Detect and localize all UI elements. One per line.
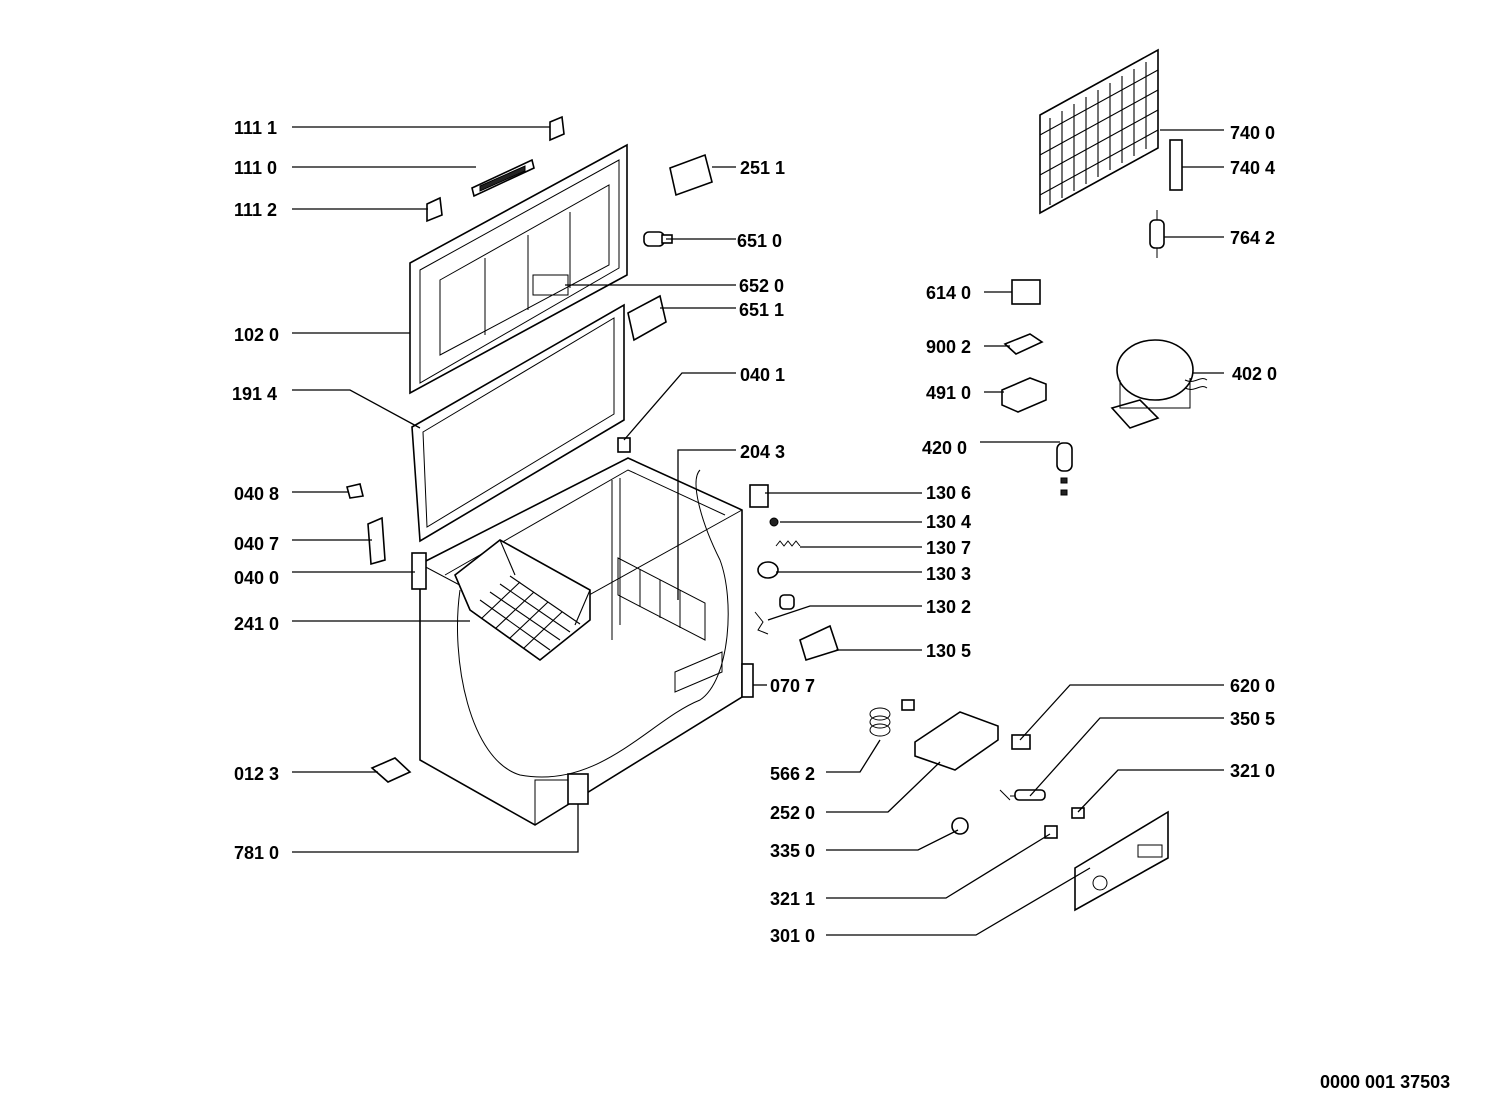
label-321-0: 321 0: [1230, 761, 1275, 781]
drawing-number: 0000 001 37503: [1320, 1072, 1450, 1092]
part-0407: [367, 516, 386, 566]
label-321-1: 321 1: [770, 889, 815, 909]
relay-6140: [1011, 279, 1041, 305]
label-900-2: 900 2: [926, 337, 971, 357]
label-764-2: 764 2: [1230, 228, 1275, 248]
capacitor-4200: [1056, 442, 1073, 496]
label-420-0: 420 0: [922, 438, 967, 458]
part-3210: [1071, 807, 1085, 819]
label-740-0: 740 0: [1230, 123, 1275, 143]
lid-part: [409, 143, 628, 395]
label-614-0: 614 0: [926, 283, 971, 303]
label-252-0: 252 0: [770, 803, 815, 823]
handle-cap-left-part: [426, 196, 443, 223]
label-191-4: 191 4: [232, 384, 277, 404]
drier-7642: [1149, 210, 1165, 258]
label-040-1: 040 1: [740, 365, 785, 385]
cover-4910: [1001, 377, 1047, 413]
part-1305: [799, 624, 840, 662]
panel-window: [1137, 844, 1163, 858]
lid-handle-part: [471, 158, 535, 198]
part-0400: [411, 552, 427, 590]
label-781-0: 781 0: [234, 843, 279, 863]
label-012-3: 012 3: [234, 764, 279, 784]
label-335-0: 335 0: [770, 841, 815, 861]
label-040-7: 040 7: [234, 534, 279, 554]
label-491-0: 491 0: [926, 383, 971, 403]
spring-1307: [775, 540, 801, 547]
compressor-4020: [1110, 339, 1208, 429]
label-651-1: 651 1: [739, 300, 784, 320]
bracket-part: [370, 757, 412, 783]
label-241-0: 241 0: [234, 614, 279, 634]
label-350-5: 350 5: [1230, 709, 1275, 729]
label-130-6: 130 6: [926, 483, 971, 503]
capillary-coil-5662: [869, 707, 891, 737]
part-labels: 111 1 111 0 111 2 102 0 191 4 040 8 040 …: [232, 118, 1450, 1092]
label-130-5: 130 5: [926, 641, 971, 661]
label-740-4: 740 4: [1230, 158, 1275, 178]
wire-basket-part: [454, 539, 591, 662]
handle-cap-right-part: [549, 115, 565, 142]
part-1303: [757, 561, 779, 579]
switch-part: [627, 294, 667, 342]
condenser-part: [1039, 48, 1159, 215]
panel-knob-hole: [1092, 875, 1108, 891]
label-130-4: 130 4: [926, 512, 971, 532]
label-070-7: 070 7: [770, 676, 815, 696]
part-1304: [769, 517, 779, 527]
part-0401: [617, 437, 631, 453]
knob-3350: [951, 817, 969, 835]
label-251-1: 251 1: [740, 158, 785, 178]
part-6200: [1011, 734, 1031, 750]
label-111-2: 111 2: [234, 200, 277, 220]
label-102-0: 102 0: [234, 325, 279, 345]
label-040-0: 040 0: [234, 568, 279, 588]
label-301-0: 301 0: [770, 926, 815, 946]
lid-gasket-part: [411, 303, 625, 543]
bracket-7404: [1169, 139, 1183, 191]
control-housing-part: [914, 711, 999, 771]
lock-part: [567, 773, 589, 805]
label-130-3: 130 3: [926, 564, 971, 584]
thermostat-part: [999, 789, 1046, 801]
coil-cap: [901, 699, 915, 711]
label-652-0: 652 0: [739, 276, 784, 296]
leader-lines: [292, 126, 1224, 936]
label-620-0: 620 0: [1230, 676, 1275, 696]
part-1306: [749, 484, 769, 508]
label-402-0: 402 0: [1232, 364, 1277, 384]
label-040-8: 040 8: [234, 484, 279, 504]
label-111-1: 111 1: [234, 118, 277, 138]
part-0707: [741, 663, 754, 698]
label-130-2: 130 2: [926, 597, 971, 617]
control-panel-3010: [1074, 810, 1169, 912]
part-0408: [346, 483, 364, 499]
label-651-0: 651 0: [737, 231, 782, 251]
label-130-7: 130 7: [926, 538, 971, 558]
label-111-0: 111 0: [234, 158, 277, 178]
part-9002: [1003, 333, 1044, 355]
part-1302: [754, 594, 795, 635]
label-204-3: 204 3: [740, 442, 785, 462]
label-566-2: 566 2: [770, 764, 815, 784]
part-2511: [669, 153, 713, 197]
